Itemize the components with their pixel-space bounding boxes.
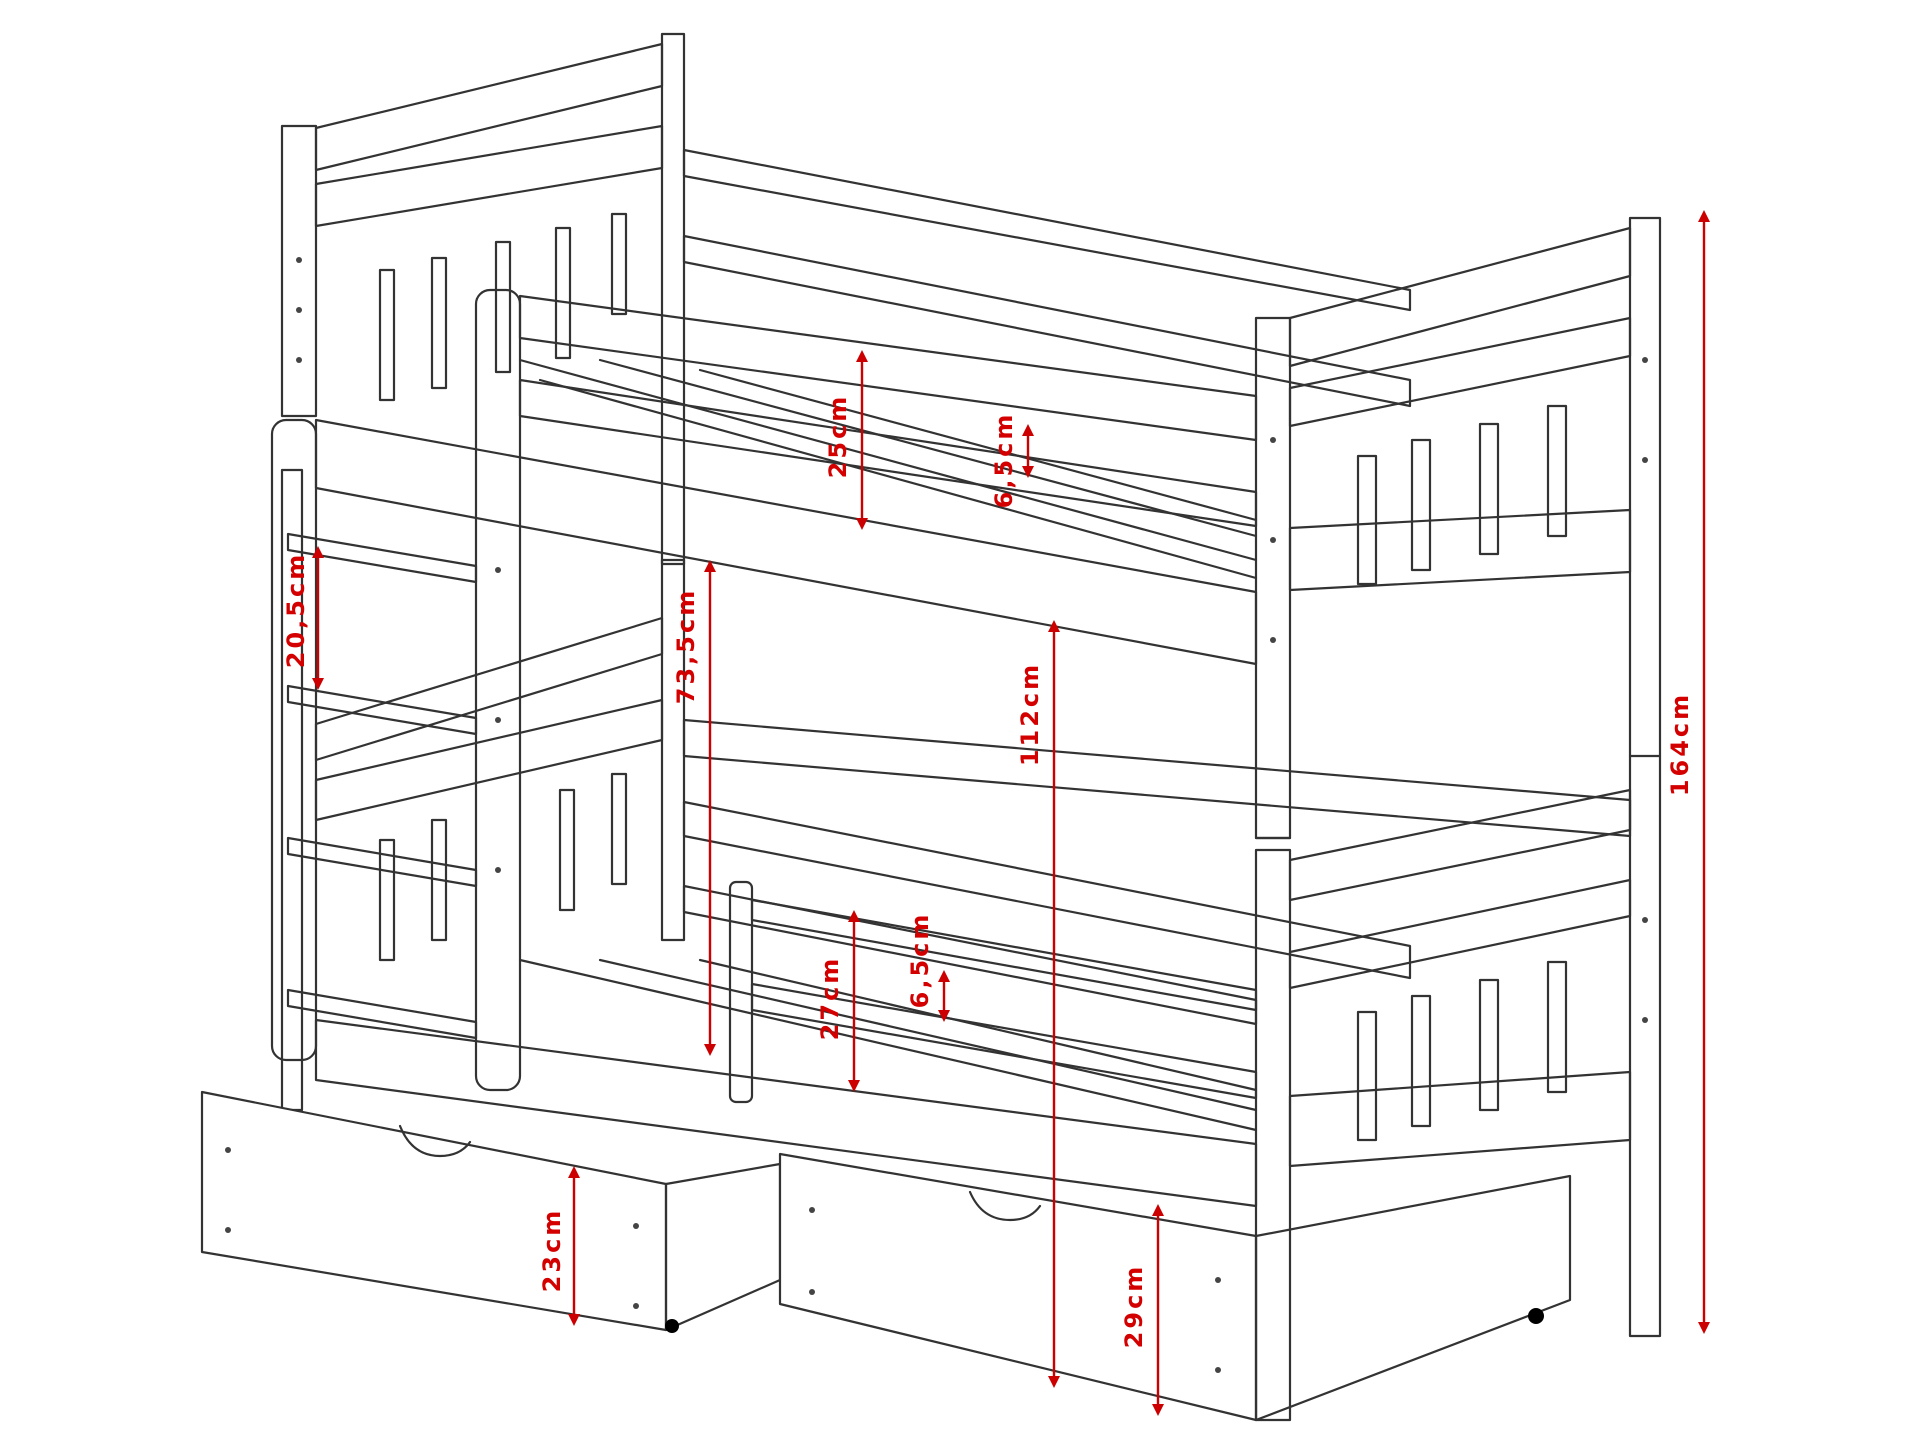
dim-6-5cm-upper: 6,5cm — [990, 412, 1034, 509]
dim-label-23cm: 23cm — [538, 1208, 566, 1293]
dim-164cm: 164cm — [1666, 210, 1710, 1334]
dim-label-6-5cm-lower: 6,5cm — [906, 912, 934, 1009]
lower-head-rail-2 — [314, 698, 664, 822]
dim-label-27cm: 27cm — [816, 956, 844, 1041]
drawer-left — [200, 1090, 782, 1333]
lower-guard-rail-bottom — [750, 982, 1258, 1100]
dim-25cm: 25cm — [824, 350, 868, 530]
lower-guard-rail-top — [750, 898, 1258, 1012]
dim-29cm: 29cm — [1120, 1204, 1164, 1416]
lower-head-rail-1 — [314, 616, 664, 762]
head-top-rail — [314, 42, 664, 172]
drawer-right — [778, 1152, 1572, 1422]
head-slats — [378, 212, 628, 402]
lower-head-slats — [378, 772, 628, 962]
upper-back-rail-2 — [682, 234, 1412, 408]
dim-label-25cm: 25cm — [824, 394, 852, 479]
upper-slats — [518, 358, 1258, 580]
dim-label-29cm: 29cm — [1120, 1264, 1148, 1349]
back-left-post-upper — [280, 124, 318, 418]
lower-foot-top-rail — [1288, 788, 1632, 902]
back-right-post-upper — [660, 32, 686, 566]
upper-foot-mid-rail — [1288, 316, 1632, 428]
lower-slats — [518, 958, 1258, 1132]
upper-foot-bottom-rail — [1288, 508, 1632, 592]
dim-label-6-5cm-upper: 6,5cm — [990, 412, 1018, 509]
head-mid-rail — [314, 124, 664, 228]
dim-112cm: 112cm — [1016, 620, 1060, 1388]
lower-back-rail-2 — [682, 800, 1412, 980]
ladder-front-rail — [474, 288, 522, 1092]
bolt-dots — [225, 257, 1648, 1373]
lower-back-rail-1 — [682, 718, 1632, 838]
lower-front-side-rail — [314, 1018, 1258, 1208]
upper-foot-top-rail — [1288, 226, 1632, 368]
front-mid-post-lower — [1254, 848, 1292, 1422]
ladder-left-rail — [270, 418, 318, 1062]
upper-foot-slats — [1356, 404, 1568, 586]
dim-label-73-5cm: 73,5cm — [672, 588, 700, 704]
dim-label-112cm: 112cm — [1016, 662, 1044, 766]
lower-foot-bottom-rail — [1288, 1070, 1632, 1168]
bunk-bed-frame — [200, 32, 1662, 1422]
dim-27cm: 27cm — [816, 910, 860, 1092]
front-right-post — [1628, 216, 1662, 1338]
ladder-rungs — [286, 532, 478, 1040]
upper-back-rail-1 — [682, 148, 1412, 312]
front-mid-post-upper — [1254, 316, 1292, 840]
dim-6-5cm-lower: 6,5cm — [906, 912, 950, 1022]
dim-label-20-5cm: 20,5cm — [282, 552, 310, 668]
lower-foot-mid-rail — [1288, 878, 1632, 990]
dim-label-164cm: 164cm — [1666, 692, 1694, 796]
lower-foot-slats — [1356, 960, 1568, 1142]
dim-20-5cm: 20,5cm — [282, 546, 324, 690]
upper-guard-rail-bottom — [518, 378, 1258, 528]
lower-back-rail-3 — [682, 884, 1258, 1026]
dimension-annotations: 25cm 6,5cm 20,5cm 73,5cm 112cm — [282, 210, 1710, 1416]
dim-73-5cm: 73,5cm — [672, 560, 716, 1056]
dim-23cm: 23cm — [538, 1166, 580, 1326]
